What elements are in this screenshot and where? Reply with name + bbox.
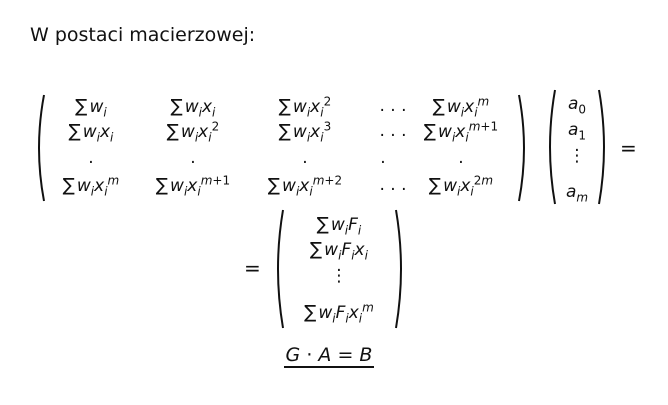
a-0: a0	[567, 94, 587, 117]
g-r4-c1: ∑wixim	[62, 173, 120, 199]
a-m: am	[565, 182, 589, 205]
g-r3-c2: .	[190, 148, 196, 168]
g-r4-c2: ∑wixim+1	[155, 173, 231, 199]
g-r3-c4: .	[380, 148, 386, 168]
g-r3-c1: .	[88, 148, 94, 168]
g-r1-c4: . . .	[379, 96, 407, 116]
g-r2-c2: ∑wixi2	[166, 119, 220, 145]
summary-equation: G · A = B	[285, 344, 373, 366]
g-r1-c3: ∑wixi2	[278, 94, 332, 120]
vector-a-right-paren	[598, 89, 605, 205]
g-r3-c3: .	[302, 148, 308, 168]
b-1: ∑wiFi	[316, 214, 362, 238]
g-r4-c5: ∑wixi2m	[428, 173, 494, 199]
equals-sign-2: =	[244, 256, 261, 280]
summary-underline	[284, 366, 374, 368]
equals-sign-1: =	[620, 136, 637, 160]
vector-a-left-paren	[549, 89, 556, 205]
intro-text: W postaci macierzowej:	[30, 24, 256, 46]
symbol-b: B	[359, 344, 373, 366]
g-r1-c5: ∑wixim	[432, 94, 490, 120]
b-m: ∑wiFixim	[304, 300, 374, 326]
g-r2-c4: . . .	[379, 121, 407, 141]
vector-b-left-paren	[277, 209, 284, 329]
a-1: a1	[567, 120, 587, 143]
vector-b-right-paren	[395, 209, 402, 329]
symbol-g: G	[285, 344, 301, 366]
g-r3-c5: .	[458, 148, 464, 168]
g-r2-c3: ∑wixi3	[278, 119, 332, 145]
a-vdots: ⋮	[568, 146, 586, 166]
g-r1-c2: ∑wixi	[170, 96, 216, 120]
g-r2-c5: ∑wixim+1	[423, 119, 499, 145]
g-r4-c3: ∑wixim+2	[267, 173, 343, 199]
g-r2-c1: ∑wixi	[68, 121, 114, 145]
symbol-a: A	[318, 344, 332, 366]
matrix-g-right-paren	[518, 94, 525, 202]
b-vdots: ⋮	[330, 266, 348, 286]
g-r1-c1: ∑wi	[75, 96, 107, 120]
matrix-g-left-paren	[38, 94, 45, 202]
g-r4-c4: . . .	[379, 175, 407, 195]
b-2: ∑wiFixi	[310, 239, 368, 263]
